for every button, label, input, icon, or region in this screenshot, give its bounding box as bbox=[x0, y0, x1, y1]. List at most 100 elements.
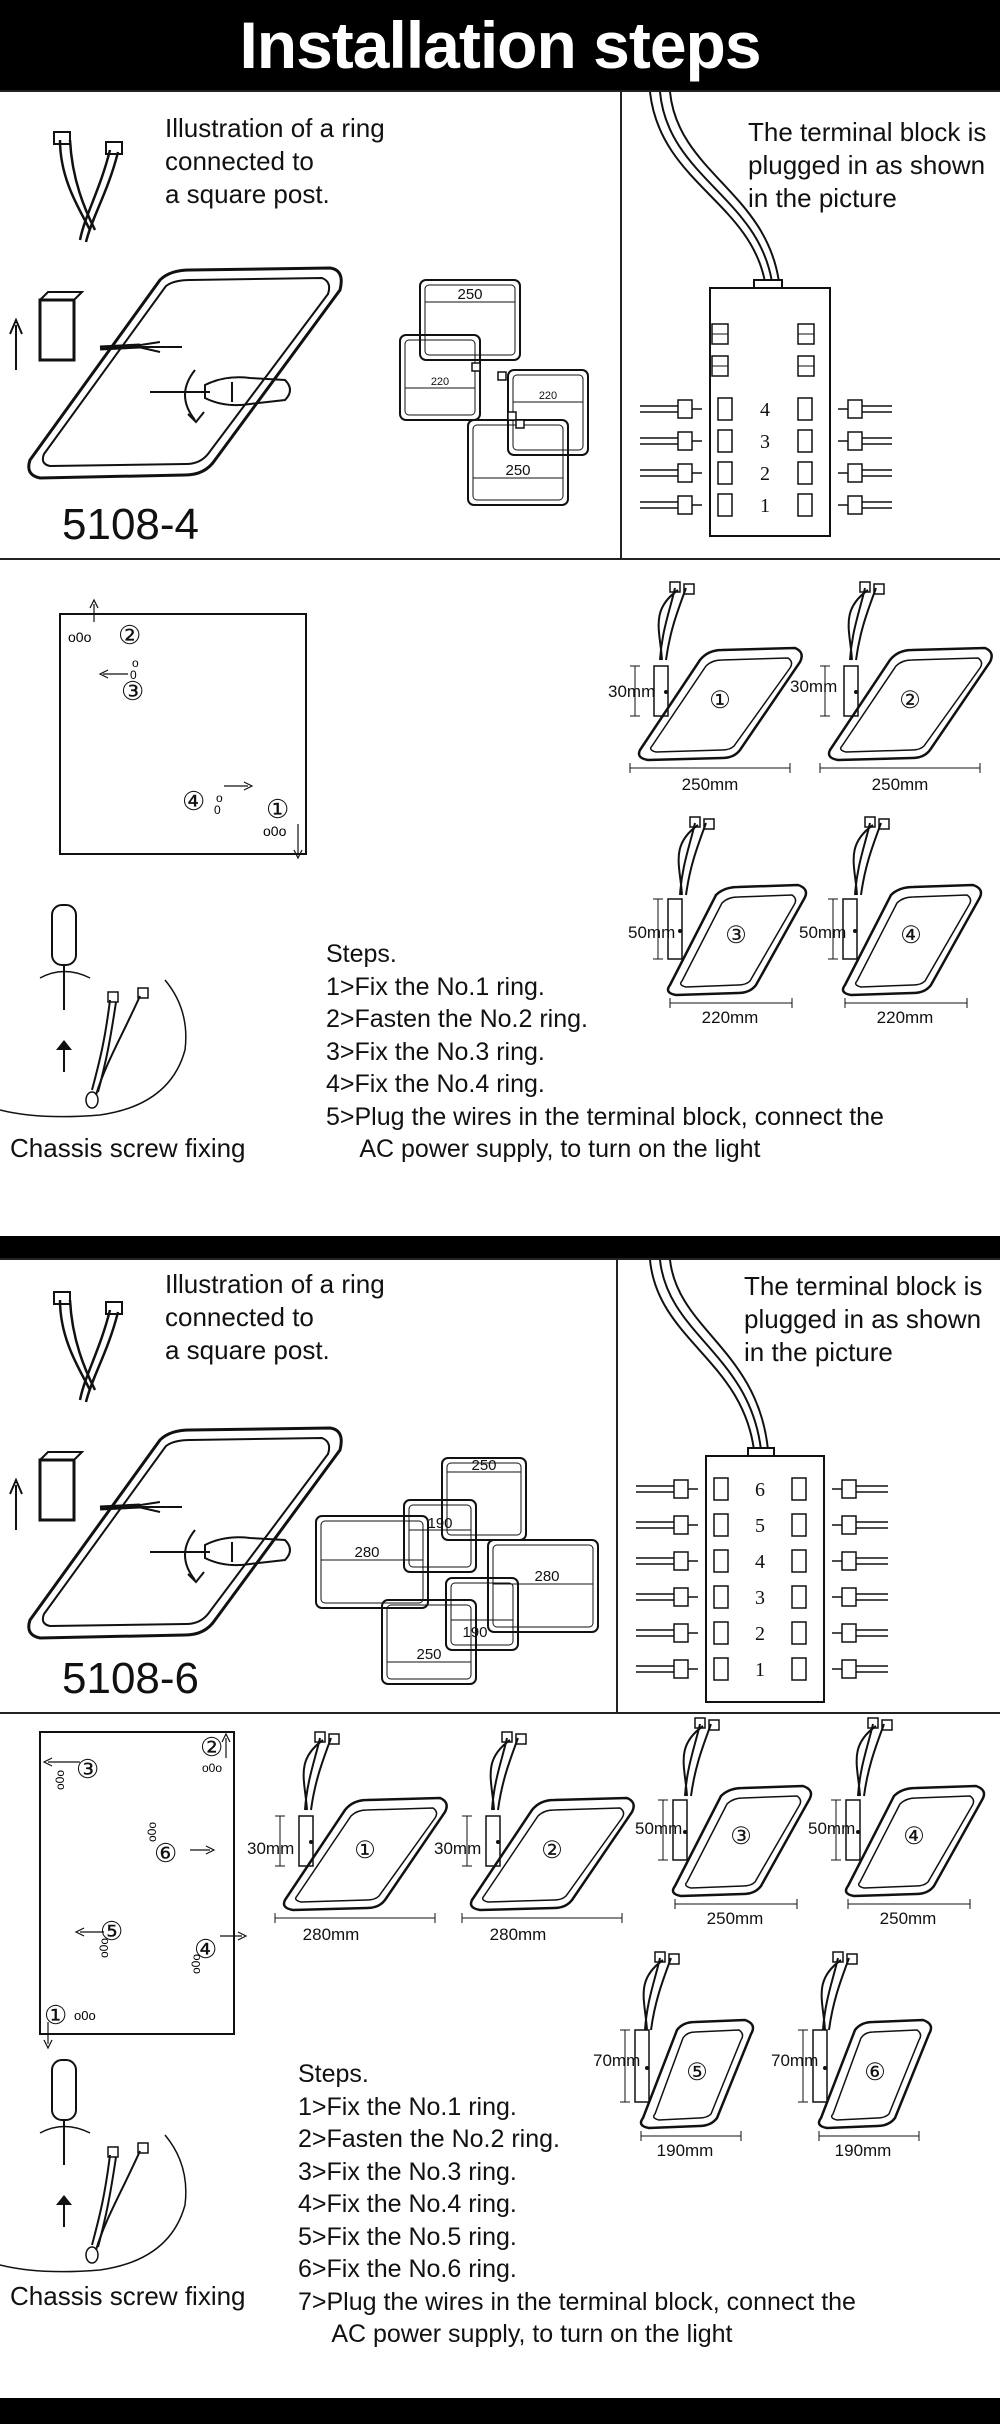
svg-text:o0o: o0o bbox=[74, 2008, 96, 2023]
step-line: Steps. bbox=[326, 940, 397, 968]
section2-dim-label: 190 bbox=[462, 1624, 487, 1641]
section2-ring-1: 30mm ① 280mm bbox=[247, 1731, 448, 1944]
section2-terminal-number: 6 bbox=[755, 1479, 765, 1501]
step-line: 4>Fix the No.4 ring. bbox=[326, 1070, 545, 1098]
section2-ring-2: 30mm ② 280mm bbox=[434, 1731, 635, 1944]
ring-number: ⑤ bbox=[686, 2059, 708, 2086]
step-line: 2>Fasten the No.2 ring. bbox=[326, 1005, 588, 1033]
section2-layout-marker: ① bbox=[44, 2000, 67, 2030]
step-line: AC power supply, to turn on the light bbox=[326, 1135, 761, 1163]
section2-chassis-caption: Chassis screw fixing bbox=[10, 2281, 246, 2311]
ring-height: 30mm bbox=[247, 1839, 294, 1858]
ring-width: 250mm bbox=[682, 775, 739, 794]
section2-dim-label: 190 bbox=[427, 1515, 452, 1532]
section1-model: 5108-4 bbox=[62, 500, 200, 549]
section2-layout-marker: ③ bbox=[76, 1754, 99, 1784]
ring-number: ② bbox=[541, 1837, 563, 1864]
ring-height: 50mm bbox=[635, 1819, 682, 1838]
step-line: 5>Fix the No.5 ring. bbox=[298, 2222, 517, 2251]
section1-terminal-number: 3 bbox=[760, 431, 770, 453]
section2-steps: Steps. 1>Fix the No.1 ring. 2>Fasten the… bbox=[298, 2058, 856, 2351]
section2-layout-marker: ⑤ bbox=[100, 1916, 123, 1946]
section1-dim-label: 220 bbox=[539, 390, 557, 402]
section2-terminal-number: 5 bbox=[755, 1515, 765, 1537]
step-line: 1>Fix the No.1 ring. bbox=[298, 2092, 517, 2121]
section2-terminal-number: 4 bbox=[755, 1551, 765, 1573]
section1-layout-marker: ② bbox=[118, 620, 141, 650]
section-separator bbox=[0, 1236, 1000, 1260]
footer-bar bbox=[0, 2398, 1000, 2424]
svg-text:o0o: o0o bbox=[202, 1761, 222, 1775]
step-line: 6>Fix the No.6 ring. bbox=[298, 2255, 517, 2283]
section2-ring-caption: Illustration of a ring connected to a sq… bbox=[165, 1269, 385, 1365]
svg-text:o0o: o0o bbox=[53, 1770, 67, 1790]
section2-divider bbox=[616, 1258, 618, 1714]
step-line: 3>Fix the No.3 ring. bbox=[298, 2157, 517, 2186]
page-title: Installation steps bbox=[0, 0, 1000, 90]
section2-terminal-number: 3 bbox=[755, 1587, 765, 1609]
section1-divider bbox=[620, 90, 622, 560]
section2-layout-marker: ② bbox=[200, 1732, 223, 1762]
svg-text:0: 0 bbox=[130, 668, 137, 682]
section2-top-panel bbox=[0, 1258, 1000, 1714]
section2-terminal-caption: The terminal block is plugged in as show… bbox=[744, 1271, 983, 1367]
ring-number: ① bbox=[354, 1837, 376, 1864]
section2-dim-label: 280 bbox=[534, 1568, 559, 1585]
svg-text:o0o: o0o bbox=[97, 1938, 111, 1958]
section2-dim-label: 250 bbox=[471, 1457, 496, 1474]
ring-width: 250mm bbox=[872, 775, 929, 794]
ring-number: ④ bbox=[903, 1823, 925, 1850]
ring-width: 250mm bbox=[880, 1909, 937, 1928]
ring-width: 280mm bbox=[303, 1925, 360, 1944]
ring-height: 50mm bbox=[799, 923, 846, 942]
ring-height: 50mm bbox=[628, 923, 675, 942]
svg-text:o: o bbox=[132, 656, 139, 670]
section2-terminal-block: 6 5 4 3 2 1 bbox=[636, 1259, 888, 1703]
ring-height: 70mm bbox=[593, 2051, 640, 2070]
section2-ring-4: 50mm ④ 250mm bbox=[808, 1717, 986, 1928]
svg-text:o: o bbox=[216, 791, 223, 805]
section2-terminal-number: 2 bbox=[755, 1623, 765, 1645]
section1-layout-marker: ④ bbox=[182, 786, 205, 816]
ring-width: 190mm bbox=[835, 2141, 892, 2160]
ring-width: 220mm bbox=[877, 1008, 934, 1027]
ring-number: ③ bbox=[725, 922, 747, 949]
ring-width: 280mm bbox=[490, 1925, 547, 1944]
ring-height: 30mm bbox=[434, 1839, 481, 1858]
ring-number: ⑥ bbox=[864, 2059, 886, 2086]
section1-terminal-number: 1 bbox=[760, 495, 770, 517]
step-line: 5>Plug the wires in the terminal block, … bbox=[326, 1102, 884, 1131]
section2-dim-label: 280 bbox=[354, 1544, 379, 1561]
section2-dimension-diagram: 250 190 280 280 190 250 bbox=[315, 1457, 599, 1685]
section1-dimension-diagram: 250 220 220 250 bbox=[399, 279, 589, 506]
section1-ring-3: 50mm ③ 220mm bbox=[628, 816, 808, 1027]
section1-steps: Steps. 1>Fix the No.1 ring. 2>Fasten the… bbox=[326, 938, 884, 1166]
ring-number: ② bbox=[899, 687, 921, 714]
ring-height: 50mm bbox=[808, 1819, 855, 1838]
section1-dim-label: 250 bbox=[505, 462, 530, 479]
ring-width: 250mm bbox=[707, 1909, 764, 1928]
section2-layout-marker: ④ bbox=[194, 1934, 217, 1964]
section1-terminal-number: 4 bbox=[760, 399, 770, 421]
svg-text:o0o: o0o bbox=[68, 629, 92, 645]
section1-terminal-number: 2 bbox=[760, 463, 770, 485]
section2-dim-label: 250 bbox=[416, 1646, 441, 1663]
section1-terminal-block: 4 3 2 1 bbox=[640, 91, 892, 537]
section2-ring-illustration bbox=[9, 1291, 343, 1640]
ring-height: 70mm bbox=[771, 2051, 818, 2070]
section1-ring-caption: Illustration of a ring connected to a sq… bbox=[165, 113, 385, 209]
section2-ring-3: 50mm ③ 250mm bbox=[635, 1717, 813, 1928]
step-line: 7>Plug the wires in the terminal block, … bbox=[298, 2287, 856, 2316]
step-line: 2>Fasten the No.2 ring. bbox=[298, 2125, 560, 2153]
section1-chassis-illustration bbox=[0, 904, 187, 1118]
section2-ring-5: 70mm ⑤ 190mm bbox=[593, 1951, 755, 2160]
svg-text:o0o: o0o bbox=[189, 1954, 203, 1974]
section1-ring-1: 30mm ① 250mm bbox=[608, 581, 803, 794]
section1-terminal-caption: The terminal block is plugged in as show… bbox=[748, 117, 987, 213]
ring-width: 220mm bbox=[702, 1008, 759, 1027]
section2-terminal-number: 1 bbox=[755, 1659, 765, 1681]
section1-dim-label: 250 bbox=[457, 286, 482, 303]
section2-layout-rect: o0o o0o o0o o0o o0o o0o ③ ② ⑥ ⑤ ④ ① bbox=[39, 1731, 248, 2050]
section1-ring-illustration bbox=[9, 131, 343, 480]
section1-layout-square: o0o o 0 o 0 o0o ② ③ ④ ① bbox=[59, 598, 307, 860]
